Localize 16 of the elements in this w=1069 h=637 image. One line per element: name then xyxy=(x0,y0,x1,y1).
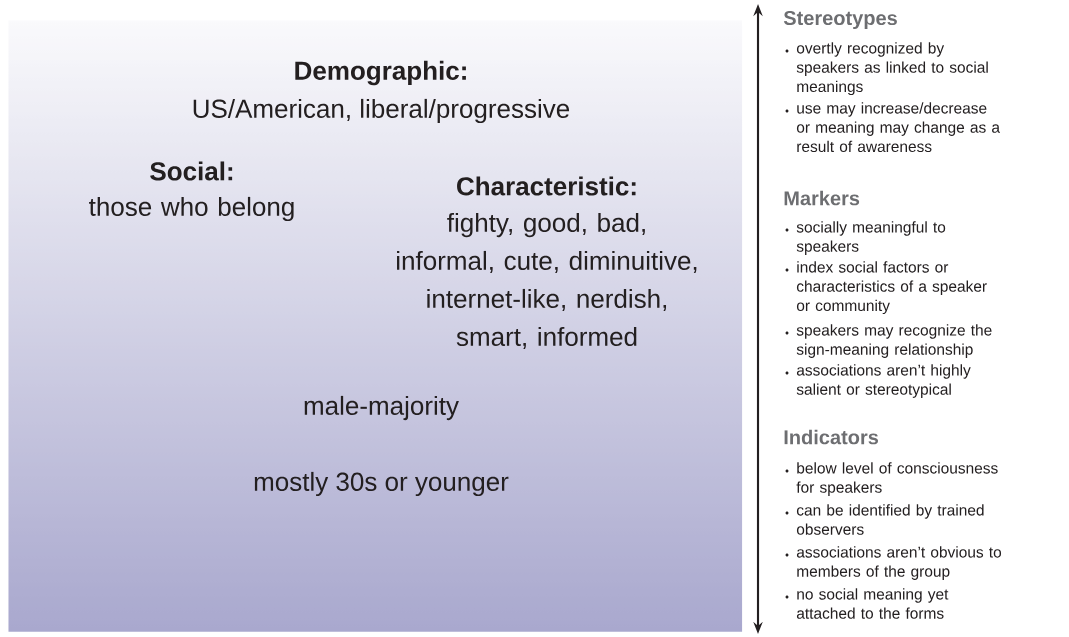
body-text: US/American, liberal/progressive xyxy=(193,98,570,124)
heading: Demographic: xyxy=(295,60,466,86)
bullet-text: no social meaning yet attached to the forms xyxy=(796,588,949,619)
body-text: those who belong xyxy=(89,196,294,222)
body-text: male-majority xyxy=(304,395,459,421)
node-text: Demographic: US/American, liberal/progressive Social: those who belong Characteristic: fighty, good, bad, informal, cute, diminuitive, internet-like, nerdish, smart, informed male-majority mostly 30s or younger xyxy=(89,60,697,497)
bullet-text: use may increase/decrease or meaning may change as a result of awareness xyxy=(796,102,1000,153)
heading: Characteristic: xyxy=(457,176,636,196)
body-text: fighty, good, bad, informal, cute, diminuitive, internet-like, nerdish, smart, informed xyxy=(397,212,697,350)
heading: Social: xyxy=(150,161,233,181)
bullet-text: associations aren’t highly salient or stereotypical xyxy=(796,364,971,398)
section-heading: Indicators xyxy=(784,429,879,445)
section-heading: Markers xyxy=(784,190,860,206)
section-heading: Stereotypes xyxy=(783,10,897,30)
bullet-text: index social factors or characteristics of a speaker or community xyxy=(796,261,987,315)
body-text: mostly 30s or younger xyxy=(254,471,509,497)
